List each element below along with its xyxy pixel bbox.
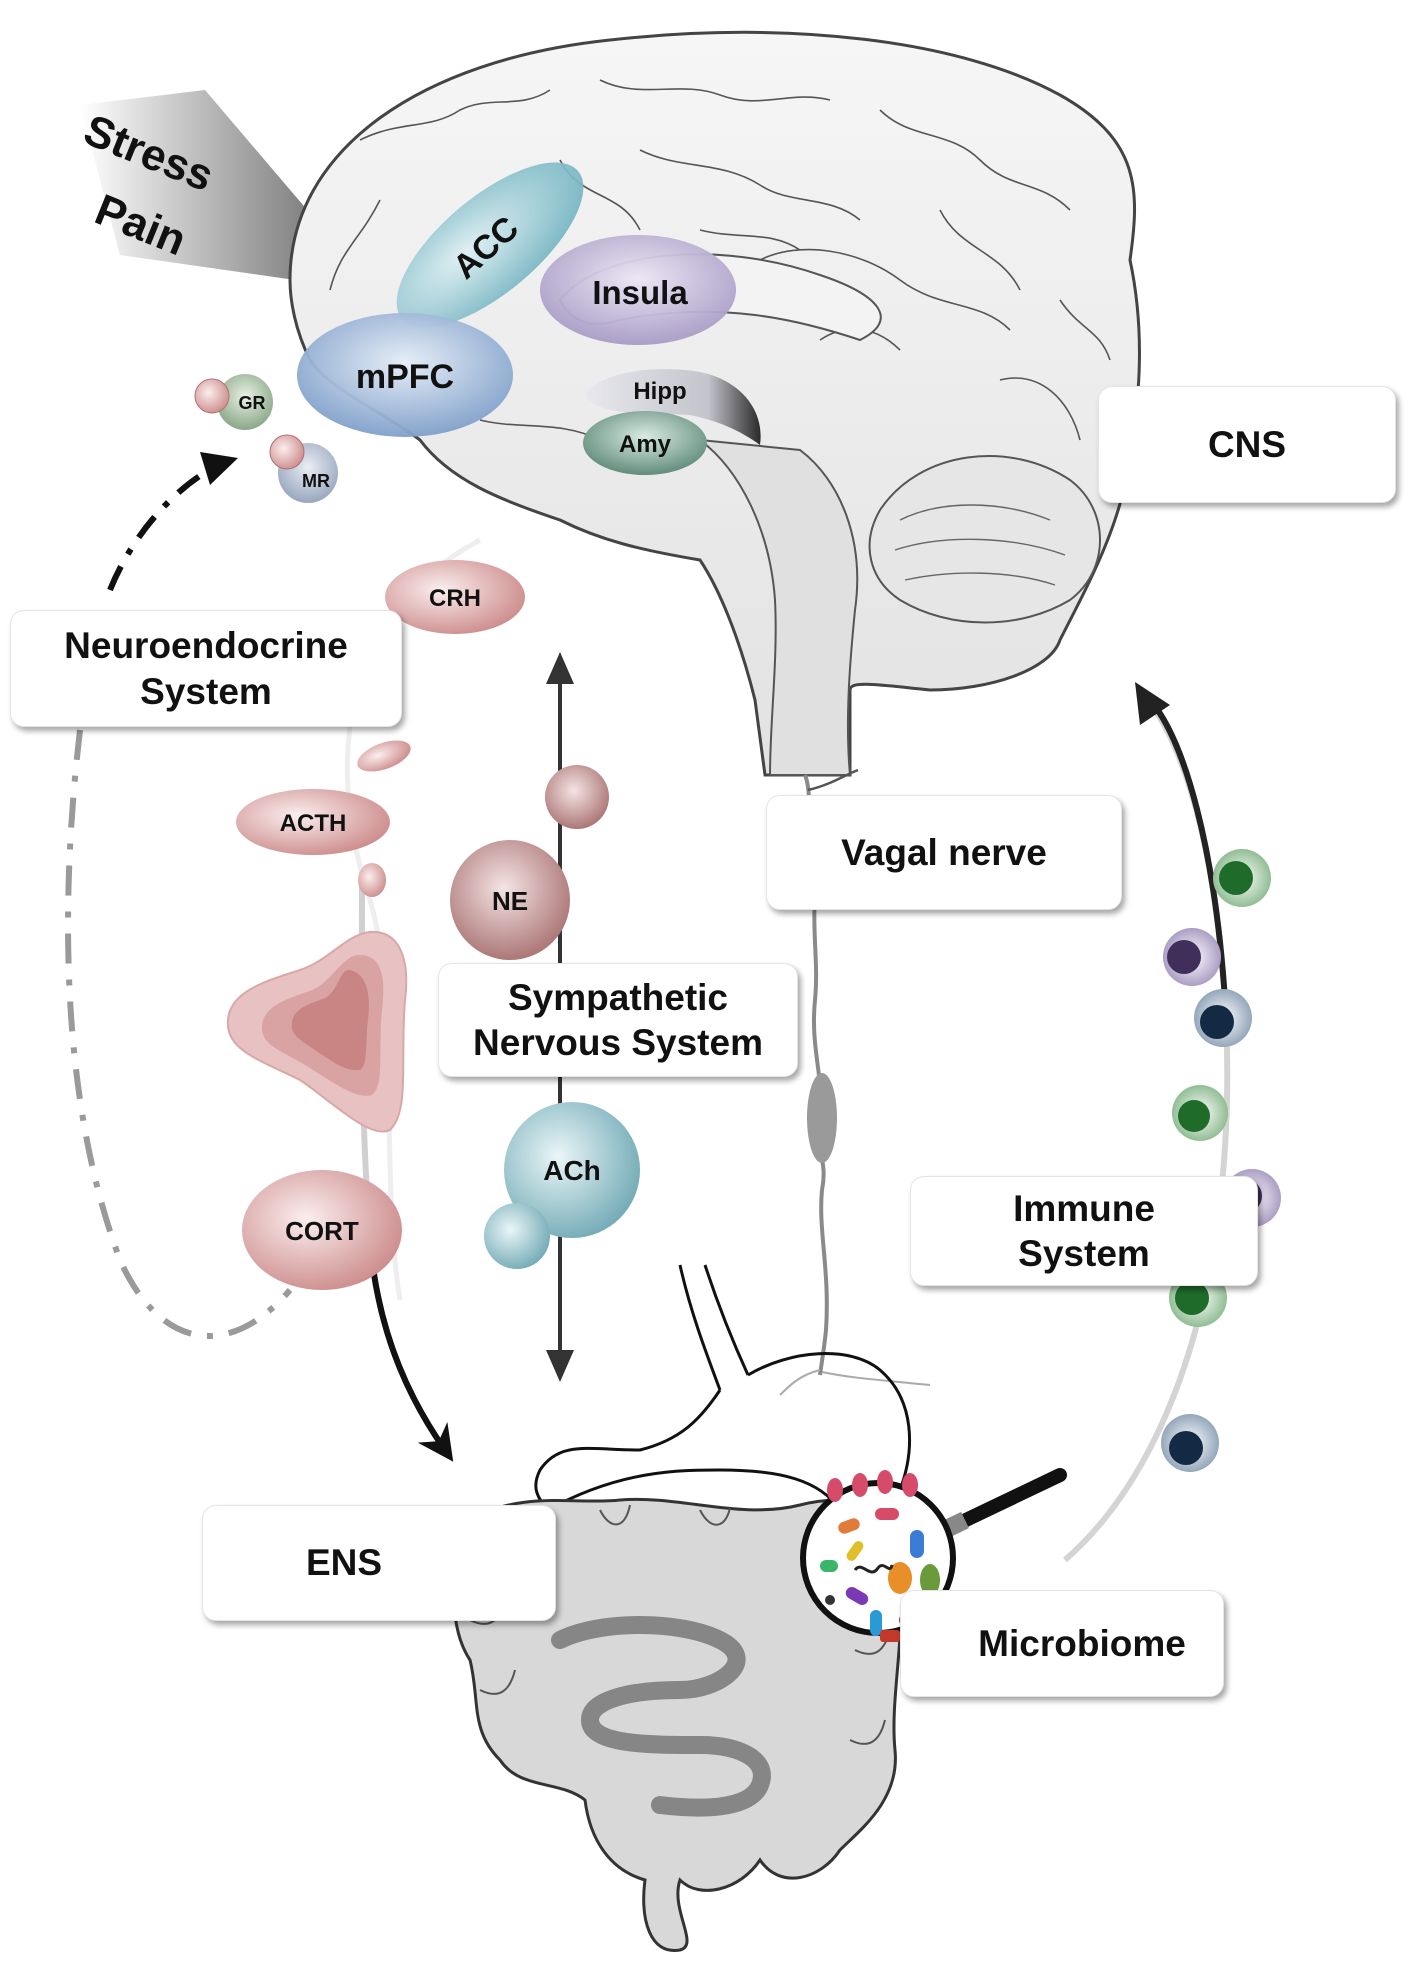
vagal-label-box: Vagal nerve: [766, 795, 1122, 910]
cns-label: CNS: [1207, 423, 1287, 465]
ne-vesicle: [545, 765, 609, 829]
sympathetic-arrow-up: [546, 652, 574, 684]
mr-ligand: [269, 434, 305, 470]
cns-label-box: CNS: [1098, 386, 1396, 503]
vagal-ganglion: [807, 1073, 837, 1163]
gr-ligand: [194, 378, 230, 414]
feedback-arrow-head-line: [107, 462, 220, 592]
immune-label-line1: Immune: [1013, 1187, 1155, 1229]
immune-label-box: Immune System: [910, 1176, 1258, 1286]
ach-vesicle: [484, 1203, 550, 1269]
hipp-label: Hipp: [633, 378, 686, 405]
ne-neurotransmitter: [450, 840, 570, 960]
ens-label: ENS: [305, 1542, 383, 1584]
gut-surface-bacteria: [827, 1470, 918, 1502]
sympathetic-label-line2: Nervous System: [473, 1022, 763, 1063]
feedback-loop: [65, 729, 293, 1339]
cerebellum-folia: [894, 504, 1066, 586]
ach-neurotransmitter: [504, 1102, 640, 1238]
crh-hormone: [385, 560, 525, 634]
stress-wedge: [80, 90, 320, 280]
acth-hormone: [236, 789, 390, 855]
acc-region: [396, 162, 584, 328]
sympathetic-label-line1: Sympathetic: [507, 976, 728, 1018]
stomach: [534, 1264, 911, 1542]
mr-label: MR: [302, 471, 330, 491]
crh-label: CRH: [429, 585, 481, 612]
sympathetic-label-box: Sympathetic Nervous System: [438, 963, 798, 1077]
neuroendocrine-label-box: Neuroendocrine System: [10, 610, 402, 727]
vagal-nerve-branch: [807, 768, 859, 792]
sympathetic-arrow-down: [546, 1350, 574, 1382]
immune-cell-purple-1: [1163, 928, 1221, 986]
vesicle-1: [357, 740, 411, 772]
microbiome-label-box: Microbiome: [900, 1590, 1224, 1697]
acth-label: ACTH: [280, 810, 347, 837]
large-intestine: [448, 1497, 906, 1952]
ne-label: NE: [492, 886, 528, 916]
insula-label: Insula: [592, 274, 688, 311]
hpa-axis-arrow: [369, 1259, 454, 1462]
mpfc-label: mPFC: [356, 358, 454, 396]
amy-label: Amy: [619, 431, 672, 458]
neuroendocrine-label-line1: Neuroendocrine: [64, 625, 348, 667]
feedback-arrow-head: [200, 452, 238, 485]
cort-label: CORT: [285, 1216, 359, 1246]
small-intestine: [551, 1616, 771, 1817]
adrenal-medulla: [291, 969, 369, 1071]
vagal-label: Vagal nerve: [841, 831, 1047, 873]
gr-label: GR: [239, 393, 266, 413]
ach-label: ACh: [543, 1155, 601, 1186]
ens-label-box: ENS: [202, 1505, 556, 1621]
neuroendocrine-label-line2: System: [140, 670, 272, 712]
immune-cell-navy-1: [1194, 989, 1252, 1047]
vesicle-2: [358, 863, 386, 897]
hipp-region: [585, 369, 761, 445]
immune-cell-green-2: [1172, 1085, 1228, 1141]
immune-cell-navy-2: [1161, 1414, 1219, 1472]
microbiome-label: Microbiome: [978, 1622, 1186, 1664]
mpfc-region: [297, 313, 513, 437]
brain-gyri: [329, 79, 1111, 441]
immune-arrow-head: [1135, 682, 1170, 725]
immune-arc-arrow: [1147, 698, 1228, 1001]
vagal-endings: [779, 1369, 931, 1396]
immune-label-line2: System: [1018, 1233, 1150, 1274]
gr-receptor: [217, 374, 273, 430]
insula-region: [540, 235, 736, 345]
amy-region: [583, 411, 707, 475]
cort-hormone: [242, 1170, 402, 1290]
brainstem: [696, 438, 859, 776]
immune-cell-green-1: [1213, 849, 1271, 907]
